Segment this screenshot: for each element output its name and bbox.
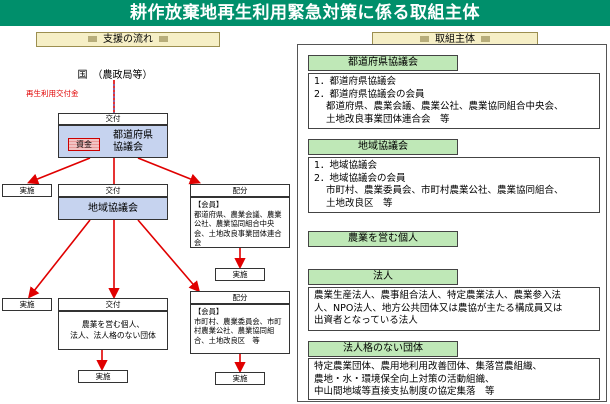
jisshi-2: 実施 — [215, 268, 265, 281]
header-bullet-icon — [159, 36, 168, 42]
kofu-label-2: 交付 — [58, 184, 168, 197]
sec5-line1: 特定農業団体、農用地利用改善団体、集落営農組織、 — [314, 361, 543, 372]
torikumi-panel: 都道府県協議会 1．都道府県協議会 2．都道府県協議会の会員 都道府県、農業会議… — [297, 44, 607, 402]
sec2-line4: 土地改良区 等 — [326, 197, 393, 209]
section-hojin-detail: 農業生産法人、農事組合法人、特定農業法人、農業参入法 人、NPO法人、地方公共団… — [308, 287, 600, 331]
sec4-line2: 人、NPO法人、地方公共団体又は農協が主たる構成員又は — [314, 302, 563, 314]
chiiki-kyogikai-box: 地域協議会 — [58, 197, 168, 220]
haibun-label-2: 配分 — [190, 291, 290, 304]
header-bullet-icon — [88, 36, 97, 42]
jisshi-4: 実施 — [78, 370, 128, 383]
kofu-label-3: 交付 — [58, 298, 168, 311]
section-hojinkaku-detail: 特定農業団体、農用地利用改善団体、集落営農組織、 農地・水・環境保全向上対策の活… — [308, 358, 600, 400]
section-hojinkaku-title: 法人格のない団体 — [308, 341, 458, 357]
sec5-line2: 農地・水・環境保全向上対策の活動組織、 — [314, 373, 495, 385]
section-hojin-title: 法人 — [308, 269, 458, 285]
kuni-label: 国 （農政局等） — [77, 70, 153, 81]
jisshi-1: 実施 — [2, 184, 52, 197]
sec2-line2: 2．地域協議会の会員 — [314, 172, 406, 184]
kaiin-box-1: 【会員】 都道府県、農業会議、農業公社、農業協同組合中央会、土地改良事業団体連合… — [190, 197, 290, 248]
todofuken-kyogikai-box: 資金 都道府県 協議会 — [58, 125, 168, 158]
sec2-line3: 市町村、農業委員会、市町村農業公社、農業協同組合、 — [326, 185, 564, 196]
section-chiiki-detail: 1．地域協議会 2．地域協議会の会員 市町村、農業委員会、市町村農業公社、農業協… — [308, 157, 600, 213]
section-todofuken-title: 都道府県協議会 — [308, 55, 458, 71]
kaiin-box-2: 【会員】 市町村、農業委員会、市町村農業公社、農業協同組合、土地改良区 等 — [190, 304, 290, 354]
sec1-line4: 土地改良事業団体連合会 等 — [326, 113, 450, 125]
haibun-label-1: 配分 — [190, 184, 290, 197]
sec5-line3: 中山間地域等直接支払制度の協定集落 等 — [314, 386, 495, 397]
sec4-line1: 農業生産法人、農事組合法人、特定農業法人、農業参入法 — [314, 290, 562, 301]
left-header: 支援の流れ — [36, 32, 220, 47]
right-header-label: 取組主体 — [435, 34, 475, 45]
left-header-label: 支援の流れ — [103, 34, 153, 45]
sec1-line2: 2．都道府県協議会の会員 — [314, 88, 425, 100]
header-bullet-icon — [481, 36, 490, 42]
todofuken-kyogikai-label: 都道府県 協議会 — [113, 130, 153, 153]
sec2-line1: 1．地域協議会 — [314, 160, 378, 171]
section-todofuken-detail: 1．都道府県協議会 2．都道府県協議会の会員 都道府県、農業会議、農業公社、農業… — [308, 73, 600, 129]
kofu-label-1: 交付 — [58, 113, 168, 125]
sec4-line3: 出資者となっている法人 — [314, 315, 418, 326]
jisshi-5: 実施 — [215, 372, 265, 385]
kofukin-label: 再生利用交付金 — [26, 89, 79, 98]
sec1-line3: 都道府県、農業会議、農業公社、農業協同組合中央会、 — [326, 101, 564, 112]
jisshi-3: 実施 — [2, 298, 52, 311]
nogyo-dantai-box: 農業を営む個人、 法人、法人格のない団体 — [58, 311, 168, 350]
section-chiiki-title: 地域協議会 — [308, 139, 458, 155]
sec1-line1: 1．都道府県協議会 — [314, 76, 397, 87]
page-title: 耕作放棄地再生利用緊急対策に係る取組主体 — [0, 0, 610, 26]
header-bullet-icon — [420, 36, 429, 42]
section-kojin-title: 農業を営む個人 — [308, 231, 458, 247]
shikin-badge: 資金 — [68, 138, 100, 151]
